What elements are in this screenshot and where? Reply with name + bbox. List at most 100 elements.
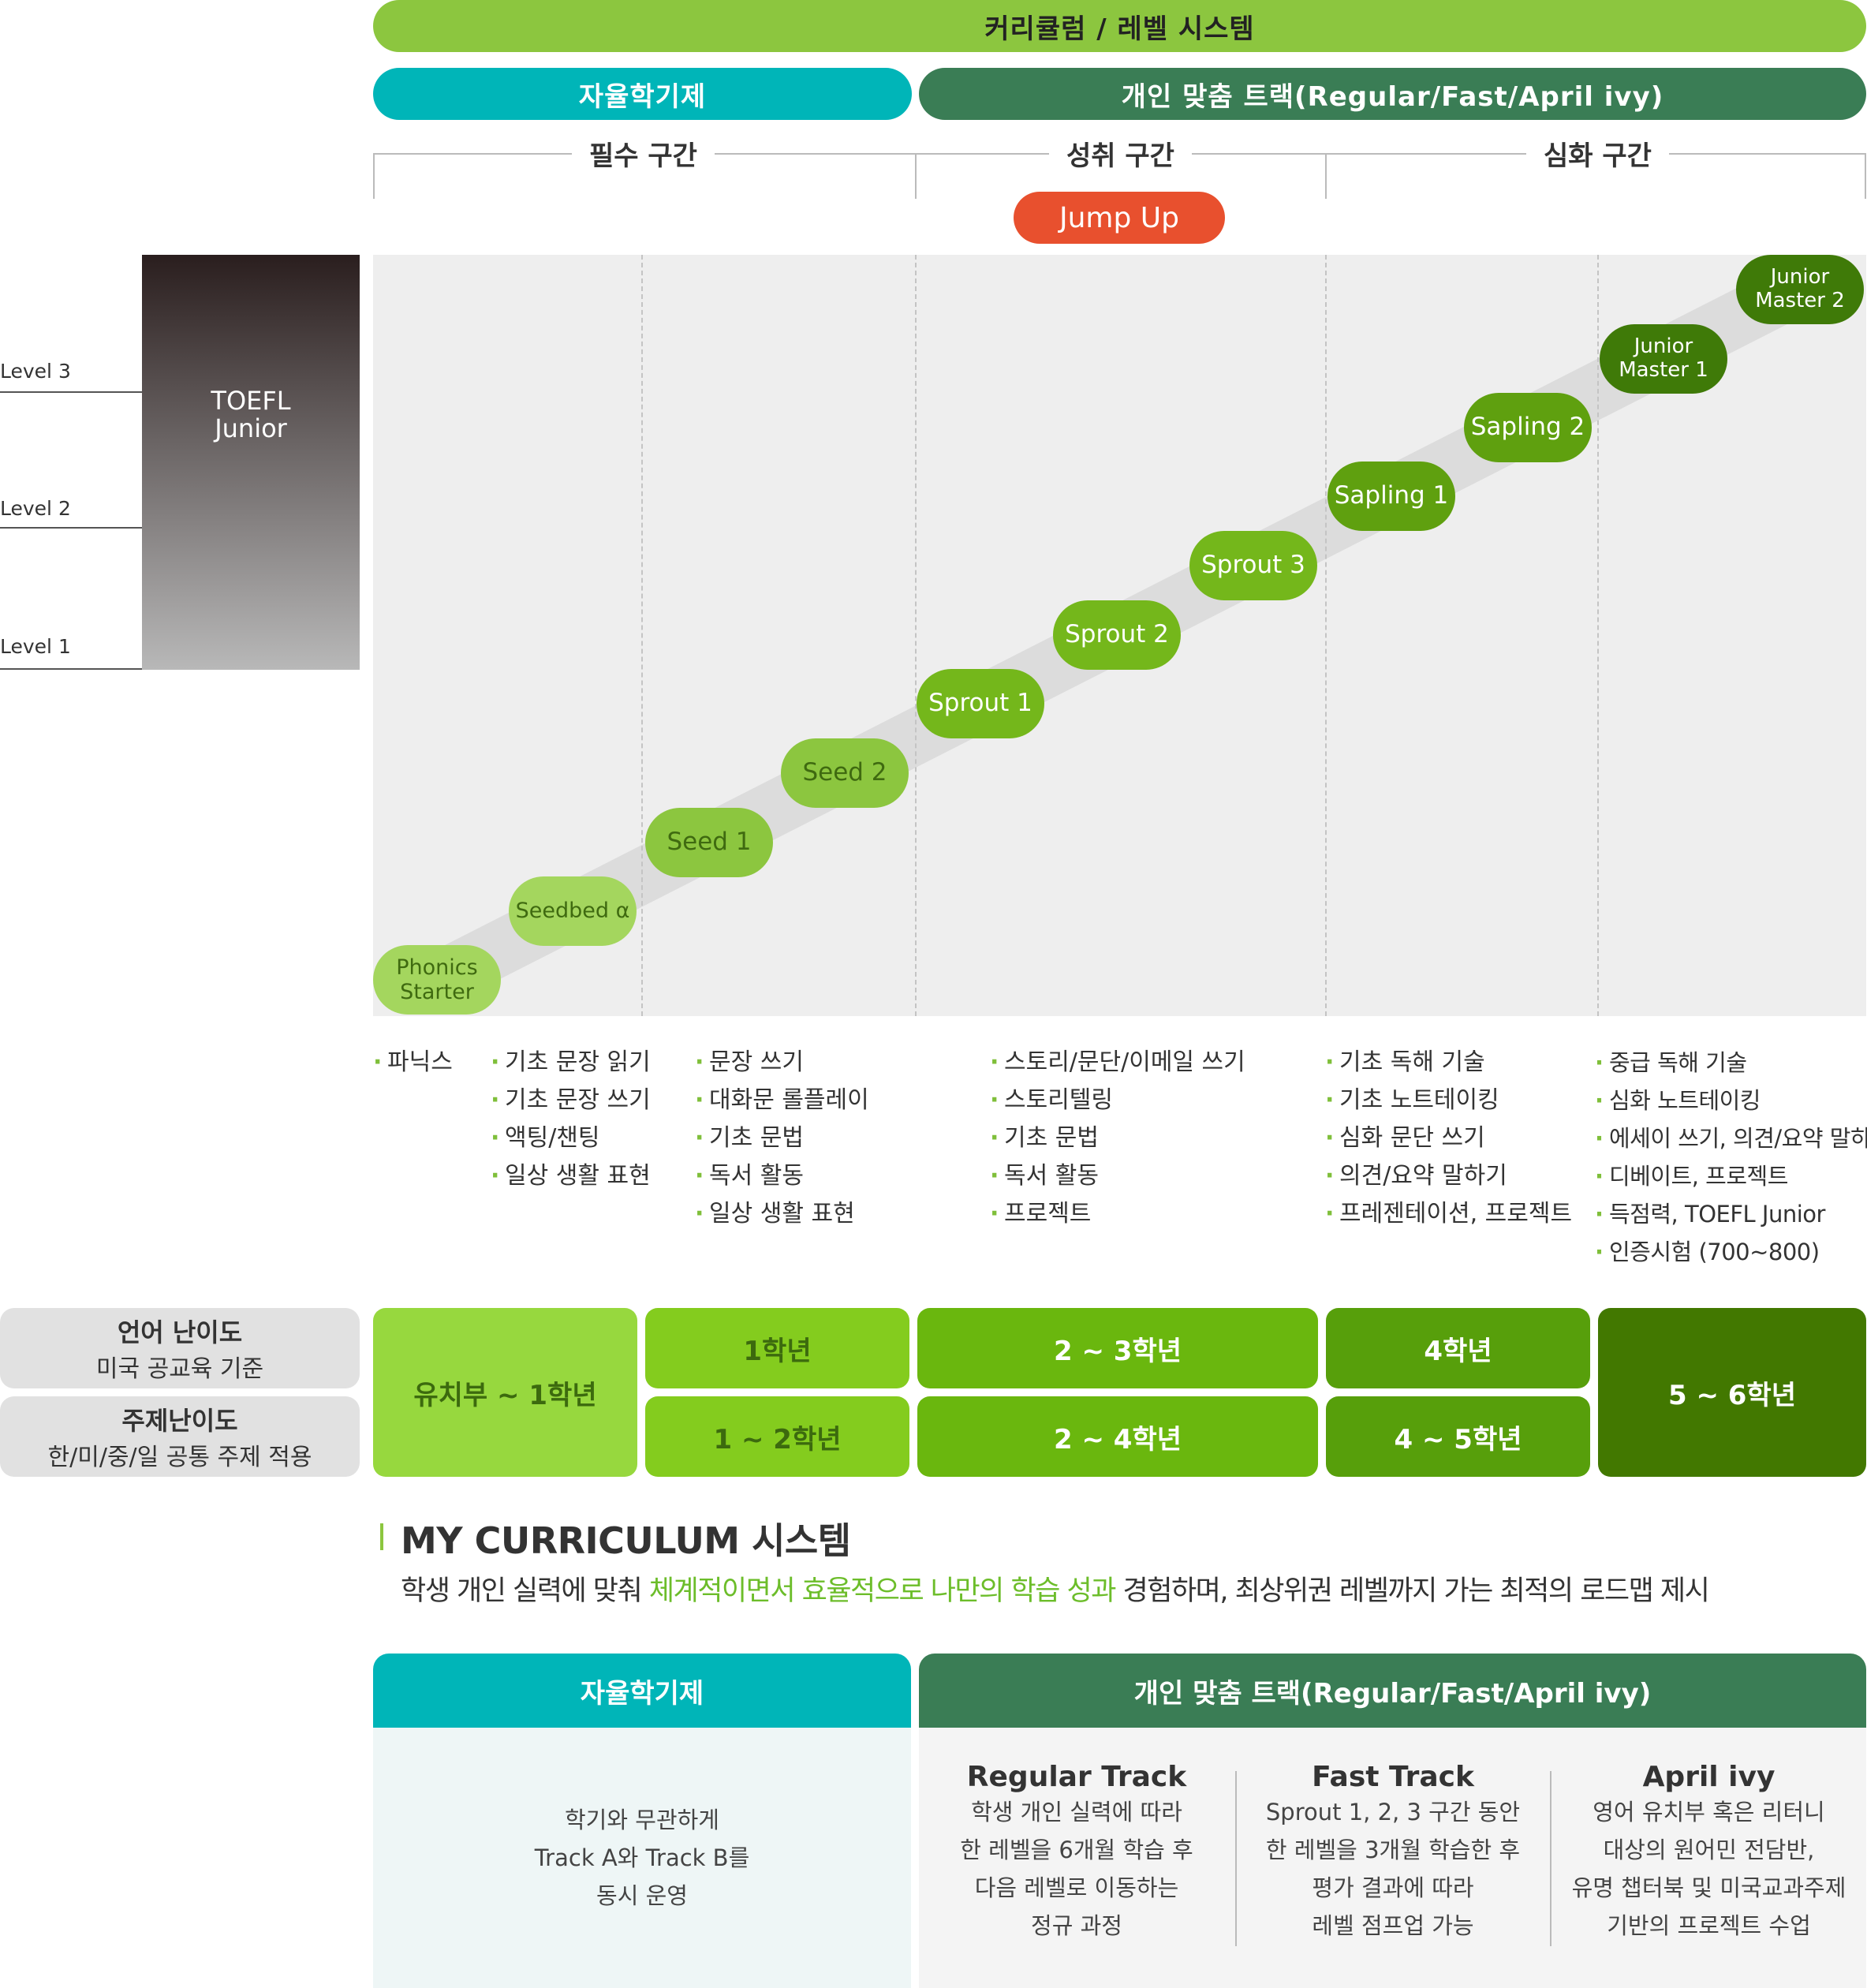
grade-label: 2 ~ 4학년 [1053,1423,1182,1456]
custom-track-table-body [919,1728,1866,1988]
stage-label: Sprout 3 [1201,551,1305,580]
toefl-label-line2: Junior [215,413,287,443]
stage-phonics-starter: Phonics Starter [373,945,501,1015]
stage-sprout-2: Sprout 2 [1053,600,1181,670]
skill-item: 기초 문법 [695,1119,869,1157]
stage-label: Seed 2 [802,758,887,787]
section-divider [1865,153,1866,199]
grade-label: 1 ~ 2학년 [713,1423,842,1456]
section-divider [373,153,375,199]
curriculum-title-bar: 커리큘럼 / 레벨 시스템 [373,0,1866,52]
language-difficulty-title: 언어 난이도 [117,1317,243,1347]
stage-label: Master 2 [1755,289,1845,312]
level-2-line [0,527,142,529]
stage-label: Sapling 2 [1470,413,1585,442]
skill-item: 일상 생활 표현 [491,1157,651,1195]
stage-junior-master-1: Junior Master 1 [1600,324,1727,394]
self-paced-header-label: 자율학기제 [580,1677,704,1710]
track-divider [1550,1771,1551,1946]
desc-line: 동시 운영 [596,1882,688,1909]
track-divider [1235,1771,1237,1946]
stage-seed-1: Seed 1 [645,808,773,877]
regular-track-desc: 학생 개인 실력에 따라 한 레벨을 6개월 학습 후 다음 레벨로 이동하는 … [960,1793,1193,1945]
stage-seedbed-alpha: Seedbed α [509,876,637,946]
topic-difficulty-sub: 한/미/중/일 공통 주제 적용 [47,1444,312,1471]
skills-col3: 문장 쓰기 대화문 롤플레이 기초 문법 독서 활동 일상 생활 표현 [695,1044,869,1233]
level-1-line [0,668,142,670]
april-ivy-title: April ivy [1642,1761,1776,1793]
skill-item: 기초 노트테이킹 [1325,1082,1572,1119]
self-paced-table-body: 학기와 무관하게 Track A와 Track B를 동시 운영 [373,1728,911,1988]
curriculum-title: 커리큘럼 / 레벨 시스템 [984,13,1255,45]
topic-difficulty-label: 주제난이도 한/미/중/일 공통 주제 적용 [0,1396,360,1477]
desc-line: 정규 과정 [1031,1912,1122,1939]
stage-label: Sprout 1 [928,689,1032,718]
stage-label: Phonics [396,955,478,980]
stage-label: Master 1 [1619,358,1708,382]
self-paced-table-header: 자율학기제 [373,1654,911,1728]
regular-track-title: Regular Track [966,1761,1187,1793]
my-curriculum-accent-bar [380,1523,383,1550]
stage-sapling-2: Sapling 2 [1464,393,1592,462]
custom-track-label: 개인 맞춤 트랙(Regular/Fast/April ivy) [1121,80,1664,113]
desc-line: 대상의 원어민 전담반, [1603,1837,1815,1863]
skill-item-text: 인증시험 (700~800) [1609,1239,1820,1265]
fast-track-title: Fast Track [1312,1761,1474,1793]
section-divider [1325,153,1327,199]
level-1-label: Level 1 [0,635,71,658]
desc-before: 학생 개인 실력에 맞춰 [401,1575,649,1607]
desc-highlight: 체계적이면서 효율적으로 나만의 학습 성과 [648,1575,1117,1607]
skill-item: 에세이 쓰기, 의견/요약 말하기 [1595,1119,1867,1157]
jump-up-badge: Jump Up [1014,192,1225,244]
regular-track: Regular Track 학생 개인 실력에 따라 한 레벨을 6개월 학습 … [919,1761,1234,1945]
stage-junior-master-2: Junior Master 2 [1736,255,1864,324]
stage-divider [641,255,643,1016]
stage-divider [915,255,917,1016]
skill-item: 독서 활동 [990,1157,1245,1195]
april-ivy-desc: 영어 유치부 혹은 리터니 대상의 원어민 전담반, 유명 챕터북 및 미국교과… [1572,1793,1846,1945]
grade-label: 4학년 [1424,1335,1492,1367]
grade-lang-1: 1학년 [645,1308,909,1388]
skills-col4: 스토리/문단/이메일 쓰기 스토리텔링 기초 문법 독서 활동 프로젝트 [990,1044,1245,1233]
desc-line: 학생 개인 실력에 따라 [971,1799,1182,1825]
grade-lang-3: 4학년 [1326,1308,1590,1388]
custom-track-header-label: 개인 맞춤 트랙(Regular/Fast/April ivy) [1133,1677,1652,1710]
desc-line: Track A와 Track B를 [534,1844,750,1871]
stage-label: Sapling 1 [1334,481,1449,510]
desc-after: 경험하며, 최상위권 레벨까지 가는 최적의 로드맵 제시 [1115,1575,1710,1607]
skill-item: 디베이트, 프로젝트 [1595,1157,1867,1195]
stage-sapling-1: Sapling 1 [1327,462,1455,531]
section-achievement-title: 성취 구간 [1049,134,1192,173]
my-curriculum-title: MY CURRICULUM 시스템 [401,1519,851,1562]
skill-item: 프로젝트 [990,1195,1245,1233]
skill-item: 문장 쓰기 [695,1044,869,1082]
grade-lang-2: 2 ~ 3학년 [917,1308,1318,1388]
grade-final-label: 5 ~ 6학년 [1667,1379,1797,1411]
my-curriculum-desc: 학생 개인 실력에 맞춰 체계적이면서 효율적으로 나만의 학습 성과 경험하며… [401,1568,1710,1609]
skill-item: 기초 문장 읽기 [491,1044,651,1082]
skill-item: 기초 문장 쓰기 [491,1082,651,1119]
skills-col2: 기초 문장 읽기 기초 문장 쓰기 액팅/챈팅 일상 생활 표현 [491,1044,651,1195]
skills-col5: 기초 독해 기술 기초 노트테이킹 심화 문단 쓰기 의견/요약 말하기 프레젠… [1325,1044,1572,1233]
level-2-label: Level 2 [0,497,71,520]
skill-item: 파닉스 [373,1044,453,1082]
self-paced-label: 자율학기제 [578,80,707,113]
skill-item: 스토리텔링 [990,1082,1245,1119]
section-advanced-title: 심화 구간 [1526,134,1669,173]
fast-track: Fast Track Sprout 1, 2, 3 구간 동안 한 레벨을 3개… [1236,1761,1550,1945]
grade-topic-2: 2 ~ 4학년 [917,1396,1318,1477]
desc-line: Sprout 1, 2, 3 구간 동안 [1265,1799,1521,1825]
desc-line: 유명 챕터북 및 미국교과주제 [1571,1874,1846,1901]
desc-line: 한 레벨을 3개월 학습한 후 [1265,1837,1521,1863]
desc-line: 평가 결과에 따라 [1312,1874,1474,1901]
jump-up-label: Jump Up [1059,201,1179,234]
stage-divider [1597,255,1599,1016]
skill-item: 의견/요약 말하기 [1325,1157,1572,1195]
desc-line: 다음 레벨로 이동하는 [974,1874,1179,1901]
skills-col6: 중급 독해 기술 심화 노트테이킹 에세이 쓰기, 의견/요약 말하기 디베이트… [1595,1044,1867,1271]
skill-item: 심화 노트테이킹 [1595,1082,1867,1119]
stage-label: Seedbed α [515,899,630,924]
section-divider [915,153,917,199]
self-paced-bar: 자율학기제 [373,68,912,120]
skill-item: 스토리/문단/이메일 쓰기 [990,1044,1245,1082]
